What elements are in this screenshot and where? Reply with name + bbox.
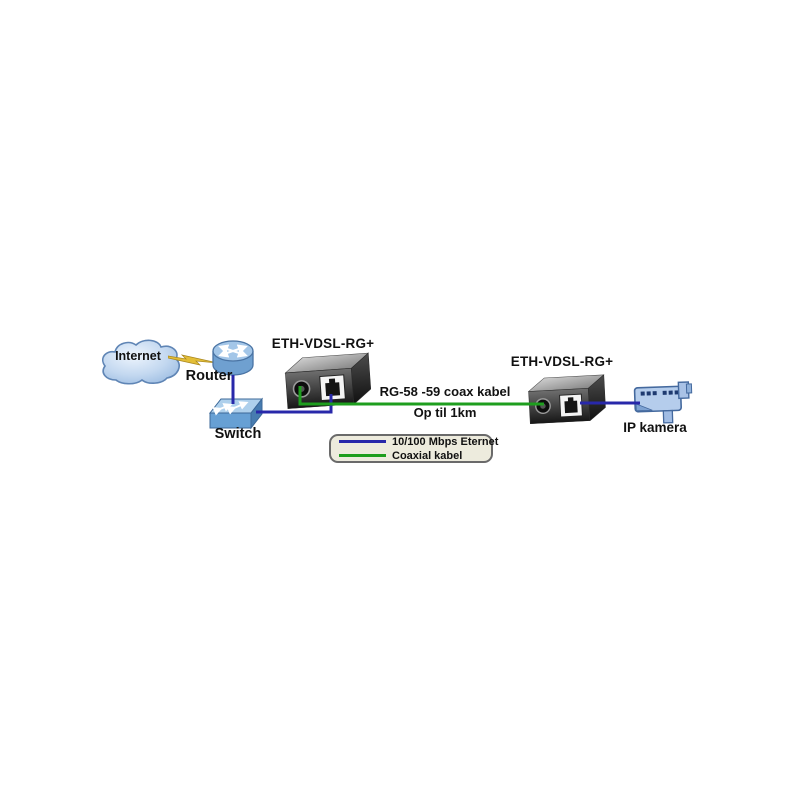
- legend-box: 10/100 Mbps Eternet Coaxial kabel: [329, 434, 498, 463]
- legend-coax-label: Coaxial kabel: [392, 449, 463, 462]
- ethernet-line-swatch: [339, 440, 386, 443]
- legend-ethernet-label: 10/100 Mbps Eternet: [392, 435, 499, 448]
- converter-left-label: ETH-VDSL-RG+: [271, 336, 375, 351]
- lightning-link-icon: [168, 352, 218, 370]
- coax-line-swatch: [339, 454, 386, 457]
- legend-row-coax: Coaxial kabel: [339, 450, 483, 462]
- internet-label: Internet: [115, 349, 161, 363]
- legend-row-ethernet: 10/100 Mbps Eternet: [339, 436, 498, 448]
- ip-camera-label: IP kamera: [623, 420, 687, 435]
- internet-node: Internet: [96, 337, 184, 389]
- coax-link-label: RG-58 -59 coax kabel: [379, 384, 511, 399]
- internet-cloud-icon: [101, 339, 180, 385]
- switch-icon: [206, 396, 266, 431]
- router-icon: [211, 338, 255, 380]
- converter-right-icon: [525, 373, 609, 425]
- switch-label: Switch: [214, 426, 262, 442]
- converter-left-icon: [282, 351, 373, 410]
- camera-mount: [662, 409, 674, 424]
- router-label: Router: [185, 368, 233, 384]
- converter-right-label: ETH-VDSL-RG+: [510, 354, 614, 369]
- ip-camera-icon: [626, 378, 694, 426]
- coax-distance-label: Op til 1km: [413, 405, 477, 420]
